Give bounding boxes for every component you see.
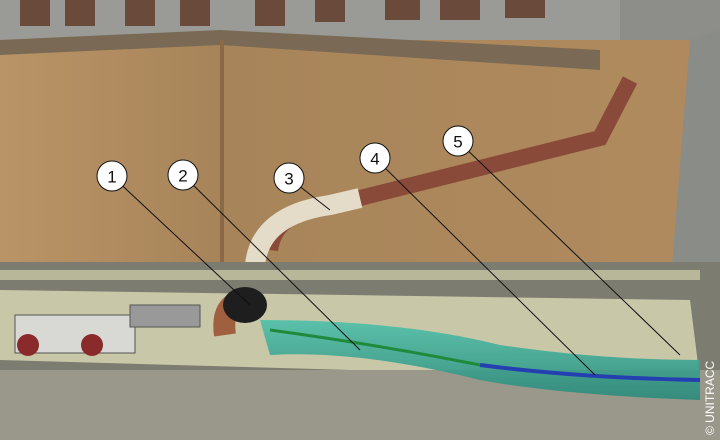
- inflation-hose: [269, 328, 481, 367]
- lateral-liner: [245, 188, 363, 267]
- svg-text:2: 2: [178, 167, 187, 186]
- blue-hose: [479, 363, 701, 382]
- svg-text:3: 3: [284, 170, 293, 189]
- watermark: © UNITRACC: [703, 360, 717, 435]
- callout-4: 4: [359, 142, 391, 174]
- callout-3: 3: [273, 162, 305, 194]
- leader-lines: [111, 140, 681, 376]
- callout-1: 1: [96, 160, 128, 192]
- building-windows: [20, 0, 545, 26]
- liner-tube: [260, 320, 700, 400]
- robot: [14, 304, 201, 356]
- svg-text:4: 4: [370, 150, 379, 169]
- callout-2: 2: [167, 159, 199, 191]
- building-facade: [0, 0, 720, 40]
- callout-5: 5: [442, 125, 474, 157]
- svg-text:1: 1: [107, 168, 116, 187]
- svg-text:5: 5: [453, 133, 462, 152]
